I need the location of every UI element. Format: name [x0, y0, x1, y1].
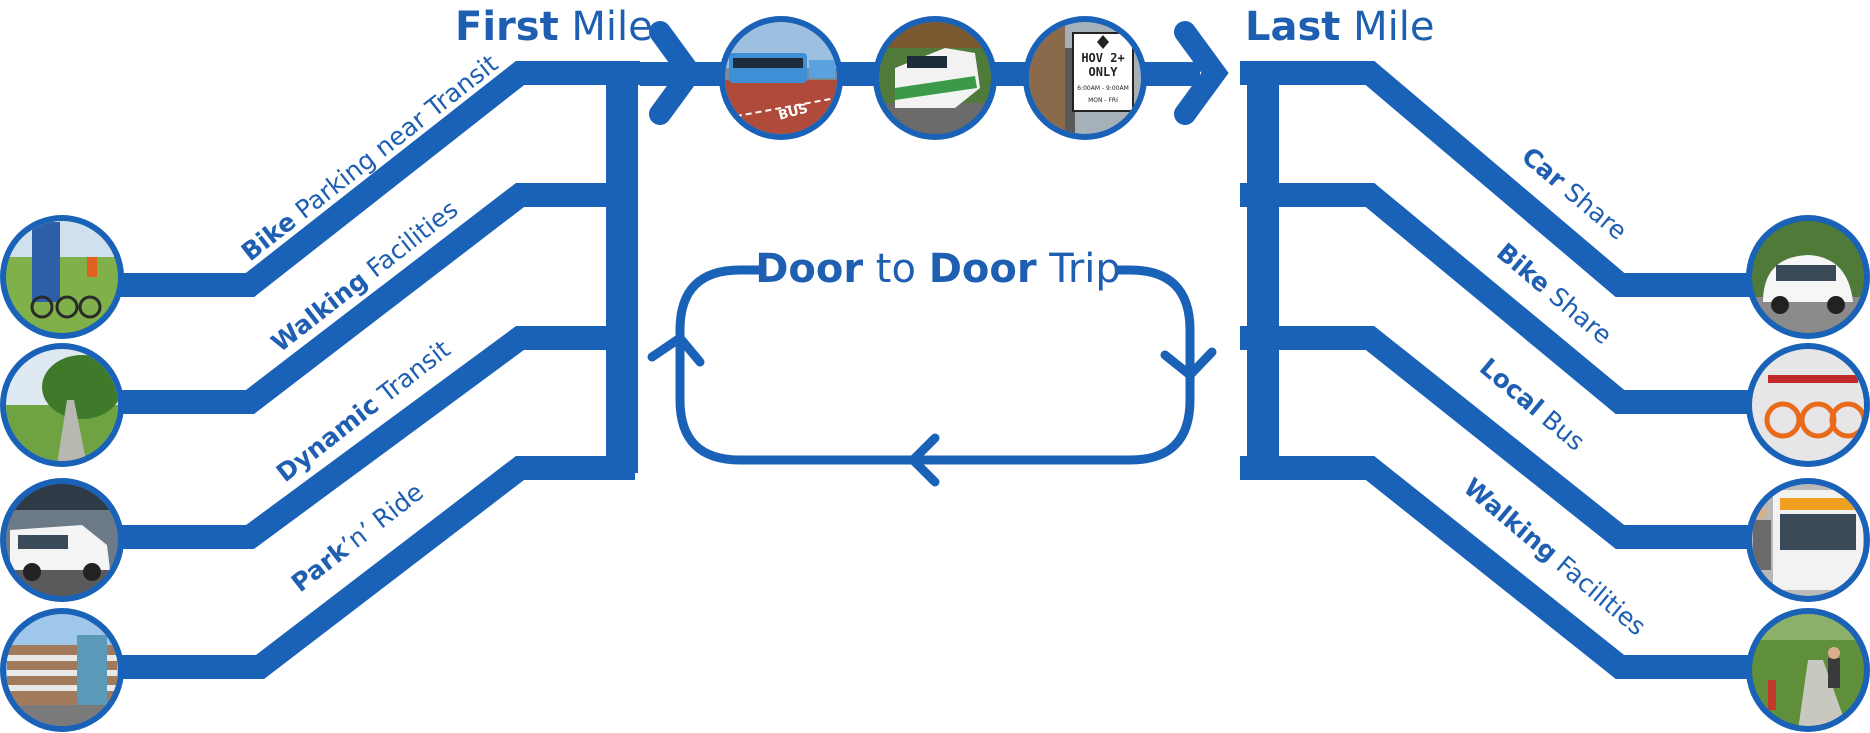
door-to-door-loop — [652, 270, 1212, 482]
hov-sign-line-3: 6:00AM - 9:00AM — [1077, 85, 1129, 92]
bike-parking-photo — [0, 215, 124, 339]
hov-sign-photo: HOV 2+ ONLY 6:00AM - 9:00AM MON - FRI — [1023, 16, 1147, 140]
first-mile-path-4 — [120, 468, 635, 667]
last-mile-trunk — [1247, 73, 1279, 473]
walking-path-photo — [0, 343, 124, 467]
last-mile-title: Last Mile — [1245, 4, 1434, 50]
first-mile-trunk — [606, 73, 638, 473]
first-mile-title: First Mile — [455, 4, 653, 50]
rapid-bus-photo: BUS — [719, 16, 843, 140]
car-share-photo — [1746, 215, 1870, 339]
go-train-photo — [873, 16, 997, 140]
loop-path — [680, 270, 1190, 460]
hov-sign-line-1: HOV 2+ — [1081, 51, 1124, 65]
parking-garage-photo — [0, 608, 124, 732]
accessible-van-photo — [0, 478, 124, 602]
local-bus-photo — [1746, 478, 1870, 602]
sidewalk-photo — [1746, 608, 1870, 732]
bike-share-photo — [1746, 343, 1870, 467]
hov-sign-line-2: ONLY — [1089, 65, 1119, 79]
last-mile-label-1: Car Share — [1516, 141, 1632, 245]
first-mile-path-2 — [120, 195, 635, 402]
door-to-door-title: Door to Door Trip — [755, 246, 1121, 292]
hov-sign-line-4: MON - FRI — [1088, 97, 1118, 104]
